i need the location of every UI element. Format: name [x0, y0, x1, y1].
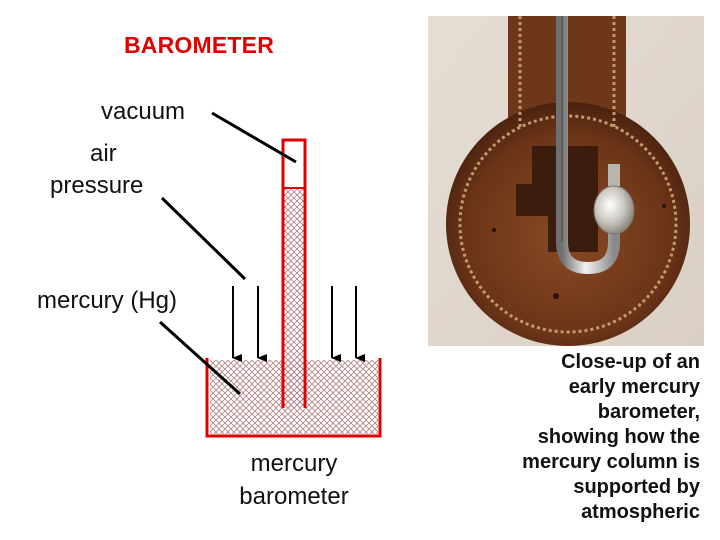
- glass-tube: [281, 138, 307, 408]
- caption-line-5: mercury column is: [522, 451, 700, 473]
- caption-line-6: supported by: [573, 476, 700, 498]
- label-vacuum: vacuum: [101, 98, 186, 125]
- glass-u-tube: [556, 16, 620, 275]
- tube-mercury-column: [283, 188, 305, 408]
- reservoir-dish: [205, 358, 382, 438]
- inlay-border: [458, 114, 678, 334]
- screw-hole-3: [492, 228, 496, 232]
- caption-line-3: barometer,: [597, 401, 700, 423]
- diagram-title: BAROMETER: [124, 32, 275, 58]
- caption-line-2: early mercury: [568, 376, 700, 398]
- label-mercury: mercury: [250, 450, 338, 477]
- antique-barometer-photo: [428, 16, 704, 346]
- leader-line-mercury: [158, 320, 242, 396]
- label-air: air: [90, 140, 117, 167]
- leader-line-air-pressure: [160, 196, 247, 281]
- leader-line-vacuum: [211, 111, 297, 164]
- bulb-neck: [608, 164, 620, 186]
- label-mercury-hg: mercury (Hg): [37, 287, 178, 314]
- tube-vacuum-space: [283, 140, 305, 188]
- screw-hole-1: [553, 293, 559, 299]
- antique-barometer-illustration: [428, 16, 704, 346]
- label-barometer: barometer: [239, 483, 349, 510]
- photo-caption: Close-up of an early mercury barometer, …: [466, 350, 700, 525]
- caption-line-7: atmospheric: [581, 501, 700, 523]
- glass-bulb: [593, 185, 635, 235]
- barometer-diagram: [158, 111, 382, 438]
- caption-line-4: showing how the: [537, 426, 700, 448]
- caption-line-1: Close-up of an: [561, 351, 700, 373]
- screw-hole-2: [662, 204, 666, 208]
- label-pressure: pressure: [50, 172, 144, 199]
